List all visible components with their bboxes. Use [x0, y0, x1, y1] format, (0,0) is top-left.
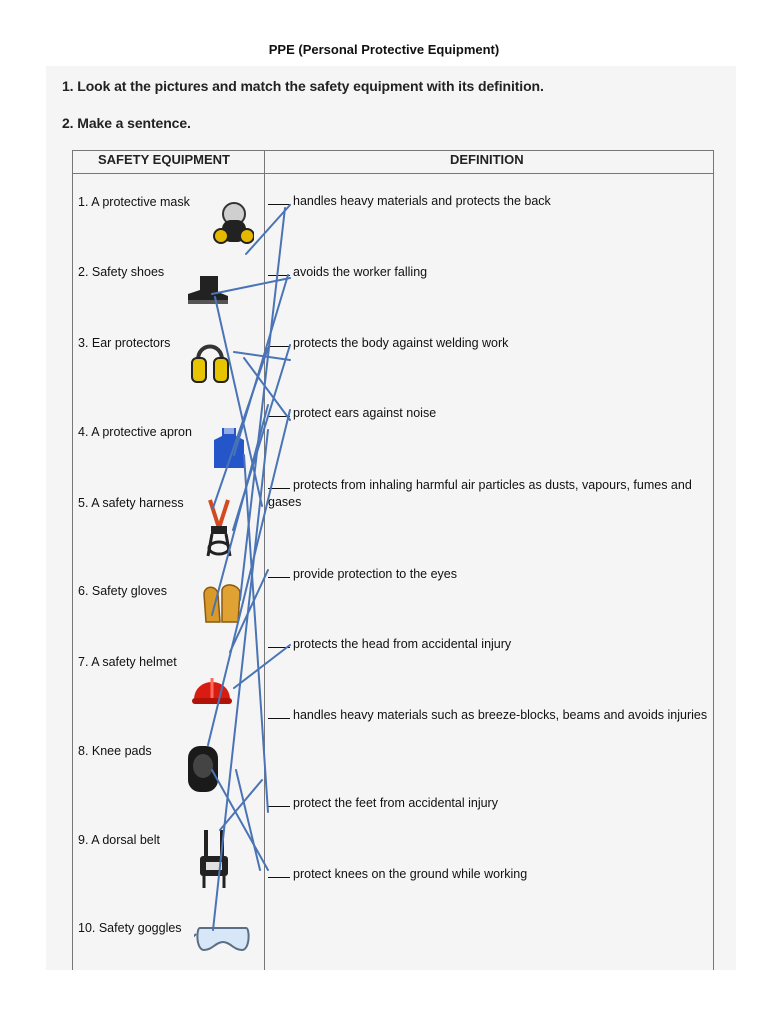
answer-blank[interactable]	[268, 336, 290, 347]
equipment-item: 9. A dorsal belt	[78, 833, 161, 847]
definition-item: protects the head from accidental injury	[268, 636, 713, 653]
answer-blank[interactable]	[268, 265, 290, 276]
dorsal-belt-icon	[200, 830, 228, 888]
helmet-icon	[192, 678, 232, 704]
equipment-item: 2. Safety shoes	[78, 265, 165, 279]
knee-pads-icon	[188, 746, 218, 792]
instruction-1: 1. Look at the pictures and match the sa…	[62, 78, 544, 94]
definition-item: protects the body against welding work	[268, 335, 713, 352]
page-title: PPE (Personal Protective Equipment)	[268, 42, 500, 57]
mask-icon	[213, 202, 254, 244]
header-safety-equipment: SAFETY EQUIPMENT	[98, 152, 230, 167]
answer-blank[interactable]	[268, 708, 290, 719]
equipment-item: 10. Safety goggles	[78, 921, 182, 935]
goggles-icon	[194, 927, 250, 952]
definition-item: avoids the worker falling	[268, 264, 713, 281]
column-divider	[264, 150, 265, 970]
answer-blank[interactable]	[268, 406, 290, 417]
ear-protector-icon	[191, 344, 229, 383]
answer-blank[interactable]	[268, 478, 290, 489]
instruction-2: 2. Make a sentence.	[62, 115, 191, 131]
matching-table	[72, 150, 714, 970]
header-definition: DEFINITION	[450, 152, 524, 167]
definition-item: provide protection to the eyes	[268, 566, 713, 583]
answer-blank[interactable]	[268, 867, 290, 878]
equipment-item: 8. Knee pads	[78, 744, 152, 758]
table-header-row	[72, 150, 714, 174]
equipment-item: 6. Safety gloves	[78, 584, 167, 598]
answer-blank[interactable]	[268, 194, 290, 205]
equipment-item: 1. A protective mask	[78, 195, 190, 209]
apron-icon	[214, 428, 244, 468]
answer-blank[interactable]	[268, 637, 290, 648]
definition-item: protects from inhaling harmful air parti…	[268, 478, 692, 509]
gloves-icon	[203, 584, 241, 623]
definition-item: protect the feet from accidental injury	[268, 795, 713, 812]
definition-item: handles heavy materials such as breeze-b…	[268, 707, 713, 724]
equipment-item: 3. Ear protectors	[78, 336, 171, 350]
shoe-icon	[188, 276, 228, 304]
worksheet-background	[46, 66, 736, 970]
equipment-item: 7. A safety helmet	[78, 655, 177, 669]
definition-item: protect ears against noise	[268, 405, 713, 422]
equipment-item: 5. A safety harness	[78, 496, 184, 510]
answer-blank[interactable]	[268, 567, 290, 578]
answer-blank[interactable]	[268, 796, 290, 807]
definition-item: protect knees on the ground while workin…	[268, 866, 713, 883]
harness-icon	[206, 499, 232, 557]
equipment-item: 4. A protective apron	[78, 425, 192, 439]
definition-item: handles heavy materials and protects the…	[268, 193, 713, 210]
